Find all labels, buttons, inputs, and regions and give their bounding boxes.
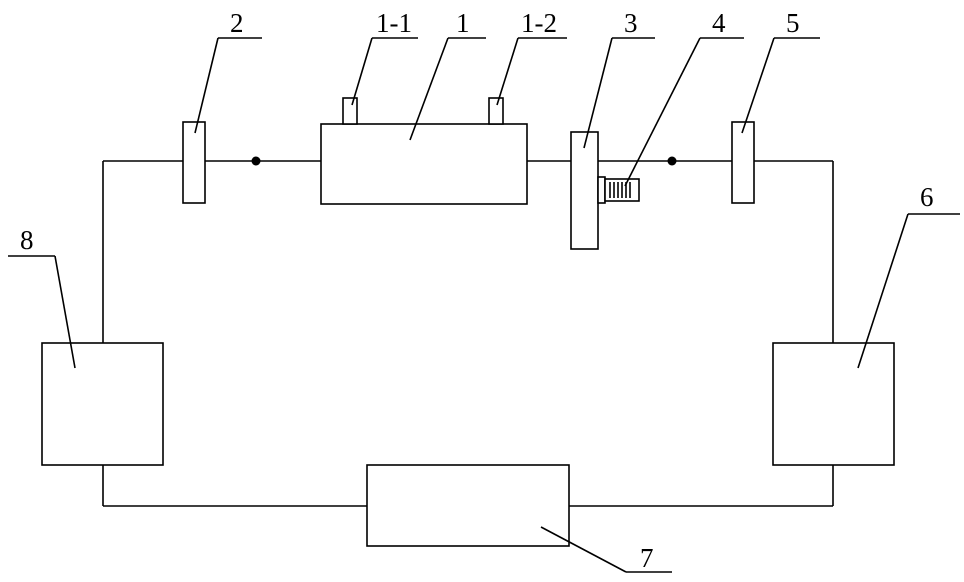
label-5: 5: [786, 8, 800, 38]
motor-icon: [597, 176, 640, 204]
component-1: [320, 123, 528, 205]
label-2: 2: [230, 8, 244, 38]
label-1-1: 1-1: [376, 8, 412, 38]
port-1-1: [342, 97, 358, 125]
component-7: [366, 464, 570, 547]
label-1-2: 1-2: [521, 8, 557, 38]
label-8: 8: [20, 225, 34, 255]
connecting-lines: [102, 160, 834, 507]
label-6: 6: [920, 182, 934, 212]
port-1-2: [488, 97, 504, 125]
label-1: 1: [456, 8, 470, 38]
label-4: 4: [712, 8, 726, 38]
leader-lines: [8, 37, 960, 573]
component-6: [772, 342, 895, 466]
junction-dot-left: [251, 156, 261, 166]
component-8: [41, 342, 164, 466]
component-2: [182, 121, 206, 204]
component-5: [731, 121, 755, 204]
label-7: 7: [640, 543, 654, 573]
motor-flange: [597, 176, 606, 204]
junction-dot-right: [667, 156, 677, 166]
component-3: [570, 131, 599, 250]
label-3: 3: [624, 8, 638, 38]
